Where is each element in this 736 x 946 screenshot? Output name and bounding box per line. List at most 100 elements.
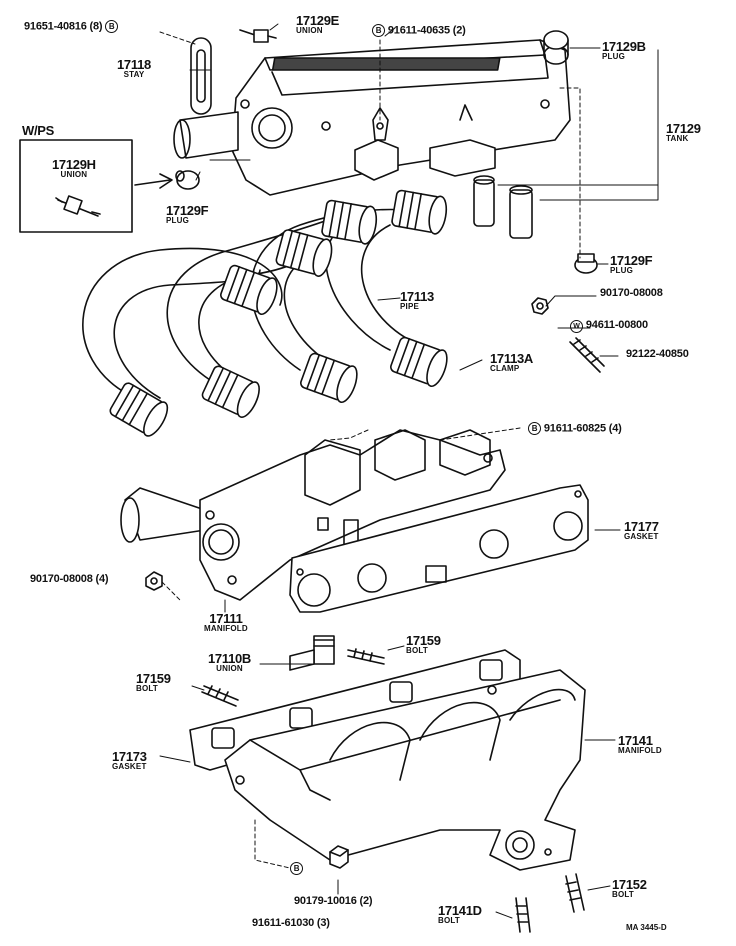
manifold-17141 [224,669,586,871]
part-number: 17152 [612,877,647,892]
label-17113a: 17113A CLAMP [490,352,533,373]
label-17129: 17129 TANK [666,122,701,143]
part-number: 17118 [117,57,151,72]
part-name: PLUG [166,216,190,225]
label-17159-left: 17159 BOLT [136,672,171,693]
part-number: 94611-00800 [585,319,648,331]
wps-arrow [134,179,171,186]
part-name: BOLT [438,916,460,925]
part-number: 17113 [400,289,434,304]
part-number: 17110B [208,651,252,666]
part-name: BOLT [136,684,158,693]
part-number: 17159 [136,671,171,686]
label-17110b: 17110B UNION [208,652,251,673]
label-17159-top: 17159 BOLT [406,634,441,655]
label-90170-08008-left: 90170-08008 (4) [30,573,109,585]
part-name: MANIFOLD [204,624,248,633]
part-number: 17129E [296,13,340,28]
label-17152: 17152 BOLT [612,878,647,899]
manifold-17111 [120,429,506,601]
part-number: 17141D [438,903,482,918]
part-name: STAY [123,70,145,79]
tank-fittings [473,175,533,239]
part-name: BOLT [612,890,634,899]
bolt-17152 [565,873,585,913]
bolt-17141d [515,897,531,933]
part-number: 17141 [618,733,653,748]
bolt-17159-left [201,685,239,707]
part-name: GASKET [112,762,147,771]
nut-90170-top [531,297,549,315]
w-mark-icon: W [570,320,583,333]
part-number: 17173 [112,749,147,764]
part-name: BOLT [406,646,428,655]
hoses-upper-row [220,189,448,316]
part-number: 91611-60825 (4) [543,422,622,435]
label-17118: 17118 STAY [117,58,151,79]
label-17129f-left: 17129F PLUG [166,203,209,225]
part-number: 17111 [209,611,243,626]
label-91611-61030: 91611-61030 (3) [252,917,330,929]
union-17129h [55,195,101,217]
part-number: 17129H [52,157,96,172]
part-name: UNION [296,26,323,35]
label-17111: 17111 MANIFOLD [204,612,248,633]
b-mark-icon: B [372,24,385,37]
tank-17129 [173,39,571,196]
gasket-17177 [289,484,589,613]
nut-90179 [329,845,349,869]
part-number: 17129F [610,253,653,268]
label-17177: 17177 GASKET [624,520,659,541]
part-number: 17159 [406,633,441,648]
label-17129e: 17129E UNION [296,14,339,35]
label-91651-40816: 91651-40816 (8) B [24,20,119,33]
part-number: 17129F [166,203,209,218]
label-90170-08008-top: 90170-08008 [600,287,663,299]
part-number: 17129B [602,39,646,54]
label-92122-40850: 92122-40850 [626,348,689,360]
label-17173: 17173 GASKET [112,750,147,771]
label-17113: 17113 PIPE [400,290,434,311]
part-name: UNION [216,664,243,673]
part-number: 17177 [624,519,659,534]
part-name: GASKET [624,532,659,541]
part-name: PLUG [602,52,626,61]
part-name: PLUG [610,266,634,275]
label-91611-60825: B 91611-60825 (4) [528,422,622,435]
label-17141: 17141 MANIFOLD [618,734,662,755]
stud-92122 [569,337,605,373]
plug-17129f-right [574,253,598,274]
hoses-lower-row [109,336,448,437]
part-number: 17129 [666,121,701,136]
part-number: 91611-40635 (2) [387,24,466,37]
union-17129e [239,29,277,43]
wps-title: W/PS [22,123,55,138]
b-mark-icon: B [105,20,119,33]
part-name: PIPE [400,302,420,311]
b-mark-icon: B [528,422,541,435]
nut-90170-left [145,571,163,591]
part-number: 17113A [490,351,534,366]
label-17129b: 17129B PLUG [602,40,646,61]
part-name: UNION [60,170,88,179]
stay-17118 [190,37,212,115]
b-mark-lower: B [290,862,303,875]
union-17110b [289,635,335,671]
label-90179-10016: 90179-10016 (2) [294,895,373,907]
diagram-code: MA 3445-D [626,923,667,932]
part-name: MANIFOLD [618,746,662,755]
label-94611-00800: W 94611-00800 [570,320,648,333]
part-name: CLAMP [490,364,520,373]
plug-17129b [543,30,569,65]
part-name: TANK [666,134,689,143]
label-91611-40635: B 91611-40635 (2) [372,24,466,37]
leader-lines [159,23,659,919]
wps-inset-box [19,139,133,233]
label-17129h: 17129H UNION [52,158,96,179]
bolt-17159-top [347,648,385,665]
part-number: 91651-40816 (8) [24,20,103,33]
label-17141d: 17141D BOLT [438,904,482,925]
label-17129f-right: 17129F PLUG [610,253,653,275]
